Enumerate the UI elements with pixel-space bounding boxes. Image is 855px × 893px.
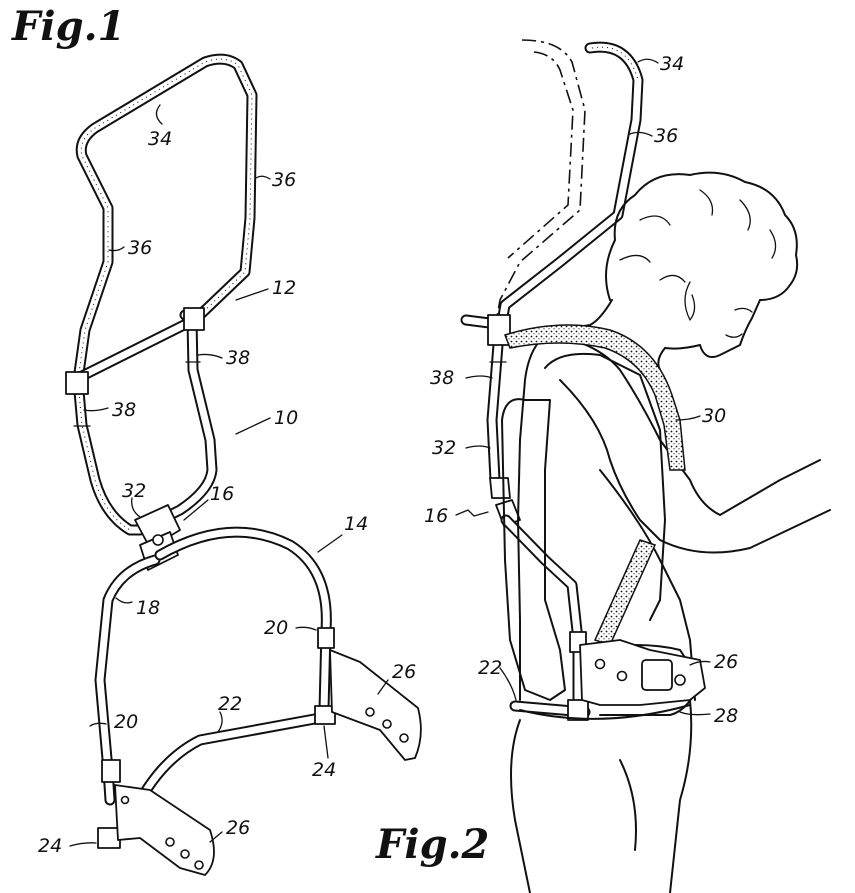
fig2-ref-26: 26 bbox=[714, 651, 738, 673]
figure-1-labels: 34 36 36 12 38 38 10 32 16 14 18 20 20 2… bbox=[38, 128, 416, 857]
wearer-figure bbox=[501, 171, 831, 893]
ref-26-right: 26 bbox=[392, 661, 416, 683]
fig2-ref-22: 22 bbox=[478, 657, 502, 679]
ref-32: 32 bbox=[122, 480, 146, 502]
ref-14: 14 bbox=[344, 513, 368, 535]
figure-2-labels: 34 36 38 30 32 16 22 26 28 bbox=[424, 53, 738, 727]
right-hip-plate bbox=[329, 649, 422, 761]
shoulder-strap bbox=[504, 324, 686, 471]
fig2-ref-28: 28 bbox=[714, 705, 738, 727]
figure-1: Fig.1 bbox=[11, 3, 422, 876]
ref-38-right: 38 bbox=[226, 347, 250, 369]
figure-1-title: Fig.1 bbox=[11, 3, 125, 50]
ref-22: 22 bbox=[218, 693, 242, 715]
ref-12: 12 bbox=[272, 277, 296, 299]
figure-2-leaders bbox=[455, 58, 711, 716]
vest-outline bbox=[544, 352, 666, 621]
figure-2-title: Fig.2 bbox=[375, 821, 489, 868]
ref-24-left: 24 bbox=[38, 835, 62, 857]
ref-18: 18 bbox=[136, 597, 160, 619]
ref-24-right: 24 bbox=[312, 759, 336, 781]
worn-frame bbox=[460, 41, 644, 721]
ref-36-right: 36 bbox=[272, 169, 296, 191]
ref-36-left: 36 bbox=[128, 237, 152, 259]
upper-left-bracket bbox=[65, 371, 89, 395]
ref-38-left: 38 bbox=[112, 399, 136, 421]
lower-frame bbox=[94, 526, 422, 876]
ref-20-right: 20 bbox=[264, 617, 288, 639]
ref-16: 16 bbox=[210, 483, 234, 505]
upper-frame bbox=[65, 53, 258, 536]
figure-1-leaders bbox=[69, 104, 389, 847]
figure-2: Fig.2 bbox=[375, 39, 831, 893]
fig2-ref-32: 32 bbox=[432, 437, 456, 459]
fig2-ref-38: 38 bbox=[430, 367, 454, 389]
shoulder-bracket bbox=[487, 314, 511, 346]
upper-right-bracket bbox=[183, 307, 205, 331]
fig2-ref-36: 36 bbox=[654, 125, 678, 147]
ref-20-left: 20 bbox=[114, 711, 138, 733]
fig2-ref-30: 30 bbox=[702, 405, 726, 427]
ref-10: 10 bbox=[274, 407, 298, 429]
ref-26-left: 26 bbox=[226, 817, 250, 839]
alternate-frame-position bbox=[494, 39, 586, 329]
fig2-ref-34: 34 bbox=[660, 53, 684, 75]
fig2-ref-16: 16 bbox=[424, 505, 448, 527]
ref-34: 34 bbox=[148, 128, 172, 150]
